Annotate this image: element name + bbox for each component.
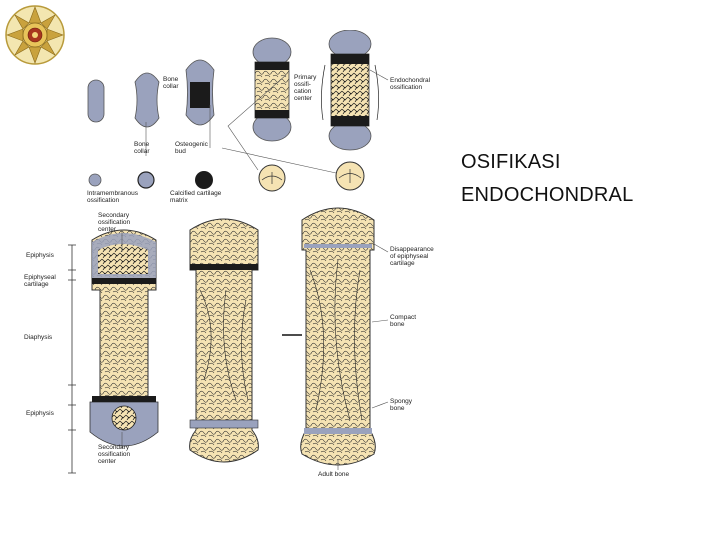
label-secondary-ossification-center-top: Secondary ossification center — [98, 212, 131, 233]
label-endochondral-ossification: Endochondral ossification — [390, 77, 431, 91]
title-line-1: OSIFIKASI — [461, 151, 561, 173]
label-bone-collar-mid: Bone collar — [134, 141, 150, 155]
dark-calcified-region — [190, 82, 210, 108]
label-osteogenic-bud: Osteogenic bud — [175, 141, 208, 155]
endochondral-shaft — [330, 53, 370, 127]
endochondral-ossification-diagram: Bone collar Primary ossifi- cation cente… — [0, 29, 460, 490]
label-secondary-ossification-center-bottom: Secondary ossification center — [98, 444, 131, 465]
long-bone-adult — [300, 207, 376, 466]
slide-title: OSIFIKASI ENDOCHONDRAL — [461, 146, 633, 212]
label-spongy-bone: Spongy bone — [390, 398, 413, 412]
label-diaphysis: Diaphysis — [24, 334, 53, 341]
label-disappearance-epiphyseal-cartilage: Disappearance of epiphyseal cartilage — [390, 246, 434, 267]
label-intramembranous-ossification: Intramembranous ossification — [87, 190, 138, 204]
label-bone-collar-top: Bone collar — [163, 76, 179, 90]
diagram-drawing — [68, 29, 389, 474]
label-primary-ossification-center: Primary ossifi- cation center — [294, 74, 317, 102]
cartilage-model-stage2 — [134, 72, 160, 128]
label-adult-bone: Adult bone — [318, 471, 350, 478]
label-epiphysis-bottom: Epiphysis — [26, 410, 54, 417]
cartilage-model-stage1 — [87, 79, 105, 123]
label-epiphysis-top: Epiphysis — [26, 252, 54, 259]
label-epiphyseal-cartilage: Epiphyseal cartilage — [24, 274, 56, 288]
primary-ossification-shaft — [254, 61, 290, 119]
label-compact-bone: Compact bone — [390, 314, 417, 328]
label-calcified-cartilage-matrix: Calcified cartilage matrix — [170, 190, 222, 204]
title-line-2: ENDOCHONDRAL — [461, 184, 634, 206]
university-seal-logo — [5, 5, 65, 65]
